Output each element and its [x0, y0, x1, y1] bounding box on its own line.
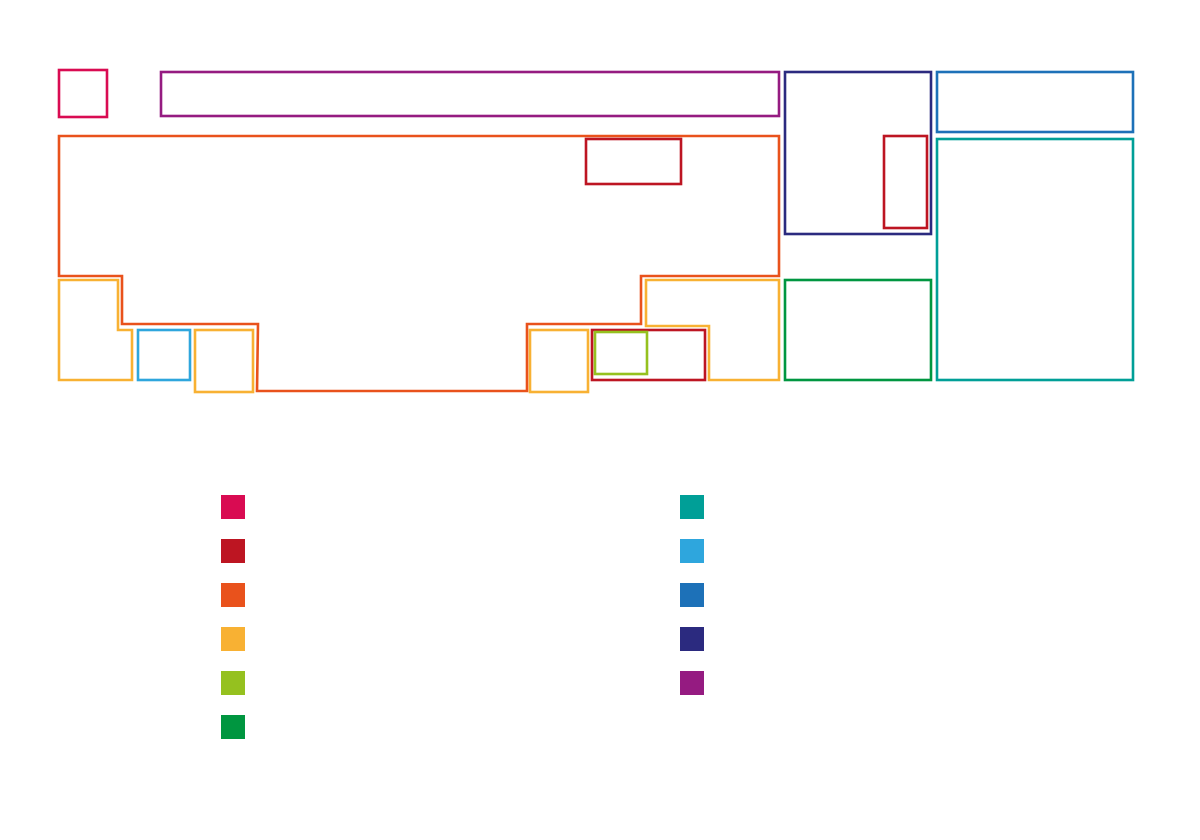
region-yellow-small-left — [193, 328, 255, 394]
region-lime-small — [593, 330, 649, 376]
region-green-box — [783, 278, 933, 382]
region-orange-main — [57, 134, 781, 393]
region-lightblue-small — [136, 328, 192, 382]
legend-swatch-red — [221, 539, 245, 563]
region-red-narrow — [882, 134, 929, 230]
legend-swatch-light-blue — [680, 539, 704, 563]
region-red-bottom — [590, 328, 707, 382]
region-navy-box — [783, 70, 933, 236]
legend-swatch-green — [221, 715, 245, 739]
region-outlines — [57, 68, 1135, 394]
region-yellow-right — [644, 278, 781, 382]
legend-swatch-teal — [680, 495, 704, 519]
region-yellow-left — [57, 278, 134, 382]
region-red-top — [584, 137, 683, 186]
legend-swatch-lime — [221, 671, 245, 695]
legend-swatch-orange — [221, 583, 245, 607]
region-yellow-small-right — [528, 328, 590, 394]
region-blue-box — [935, 70, 1135, 134]
region-crimson-square — [57, 68, 109, 119]
legend-swatch-blue — [680, 583, 704, 607]
color-legend — [221, 495, 704, 739]
legend-swatch-crimson — [221, 495, 245, 519]
legend-swatch-navy — [680, 627, 704, 651]
legend-swatch-yellow — [221, 627, 245, 651]
region-teal-tall — [935, 137, 1135, 382]
region-purple-banner — [159, 70, 781, 118]
legend-swatch-purple — [680, 671, 704, 695]
